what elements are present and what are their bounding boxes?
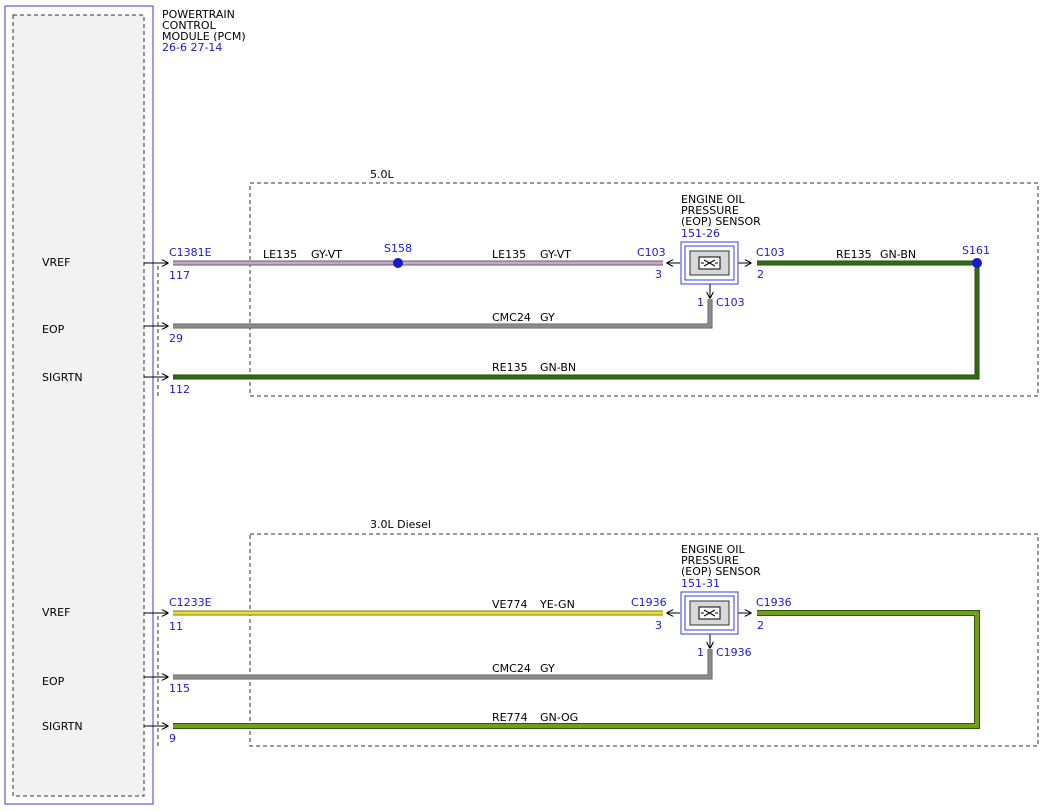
wire-color-re774: GN-OG — [540, 711, 578, 724]
wire-cmc24-outline — [173, 649, 713, 680]
pcm-title-line-2: CONTROL — [162, 19, 217, 32]
pin-number-sigrtn: 112 — [169, 383, 190, 396]
wire-label-le135-a: LE135 — [263, 248, 297, 261]
sensor-pin-right: 2 — [757, 268, 764, 281]
sensor-title-line-1: ENGINE OIL — [681, 543, 746, 556]
splice-s161-dot[interactable] — [972, 258, 982, 268]
wire-label-re135-b: RE135 — [492, 361, 528, 374]
wire-re135-outline — [173, 260, 980, 380]
sensor-connector-right[interactable]: C103 — [756, 246, 785, 259]
sensor-connector-bottom[interactable]: C103 — [716, 296, 745, 309]
wire-re774 — [173, 612, 978, 727]
sensor-title-line-3: (EOP) SENSOR — [681, 215, 761, 228]
section-boundary — [249, 182, 1039, 397]
wire-cmc24-outline — [173, 299, 713, 329]
wire-re774-stripe — [173, 611, 979, 728]
pin-label-sigrtn: SIGRTN — [42, 720, 83, 733]
sensor-connector-right[interactable]: C1936 — [756, 596, 792, 609]
pin-label-eop: EOP — [42, 675, 65, 688]
pcm-title-line-1: POWERTRAIN — [162, 8, 235, 21]
section-3-0l-diesel: 3.0L Diesel VREF EOP SIGRTN C1233E 11 11… — [42, 518, 1039, 747]
sensor-pin-bottom: 1 — [697, 296, 704, 309]
pin-number-eop: 29 — [169, 332, 183, 345]
wire-re135 — [173, 261, 979, 379]
splice-s158-dot[interactable] — [393, 258, 403, 268]
eop-sensor-symbol[interactable] — [680, 241, 739, 285]
pin-label-vref: VREF — [42, 256, 70, 269]
pin-label-vref: VREF — [42, 606, 70, 619]
wire-label-cmc24: CMC24 — [492, 662, 531, 675]
sensor-pin-bottom: 1 — [697, 646, 704, 659]
wire-label-ve774: VE774 — [492, 598, 527, 611]
splice-s161[interactable]: S161 — [962, 244, 990, 257]
section-5-0l: 5.0L VREF EOP SIGRTN C1381E 117 29 112 S… — [42, 168, 1039, 397]
wire-cmc24 — [173, 649, 712, 679]
sensor-pin-left: 3 — [655, 619, 662, 632]
sensor-connector-left[interactable]: C103 — [637, 246, 666, 259]
wire-color-cmc24: GY — [540, 311, 555, 324]
sensor-connector-bottom[interactable]: C1936 — [716, 646, 752, 659]
connector-c1381e[interactable]: C1381E — [169, 246, 212, 259]
wire-color-re135-a: GN-BN — [880, 248, 916, 261]
pcm-module-body — [12, 14, 145, 797]
wire-color-ve774: YE-GN — [539, 598, 575, 611]
section-boundary — [249, 533, 1039, 747]
sensor-page-ref[interactable]: 151-26 — [681, 227, 720, 240]
wire-label-cmc24: CMC24 — [492, 311, 531, 324]
sensor-title-line-2: PRESSURE — [681, 204, 739, 217]
eop-sensor-symbol[interactable] — [680, 591, 739, 635]
wire-color-cmc24: GY — [540, 662, 555, 675]
wire-cmc24 — [173, 299, 712, 328]
pin-number-sigrtn: 9 — [169, 732, 176, 745]
section-label: 3.0L Diesel — [370, 518, 431, 531]
sensor-pin-right: 2 — [757, 619, 764, 632]
pin-label-eop: EOP — [42, 323, 65, 336]
pin-number-vref: 11 — [169, 620, 183, 633]
pin-number-vref: 117 — [169, 269, 190, 282]
wire-color-re135-b: GN-BN — [540, 361, 576, 374]
wire-label-re774: RE774 — [492, 711, 528, 724]
sensor-page-ref[interactable]: 151-31 — [681, 577, 720, 590]
section-label: 5.0L — [370, 168, 394, 181]
splice-s158[interactable]: S158 — [384, 242, 412, 255]
connector-c1233e[interactable]: C1233E — [169, 596, 212, 609]
sensor-title-line-1: ENGINE OIL — [681, 193, 746, 206]
sensor-pin-left: 3 — [655, 268, 662, 281]
pin-number-eop: 115 — [169, 682, 190, 695]
pin-label-sigrtn: SIGRTN — [42, 371, 83, 384]
wire-label-le135-b: LE135 — [492, 248, 526, 261]
wire-color-le135-b: GY-VT — [540, 248, 571, 261]
wire-re774-outline — [173, 610, 980, 729]
sensor-connector-left[interactable]: C1936 — [631, 596, 667, 609]
wire-color-le135-a: GY-VT — [311, 248, 342, 261]
pcm-title-line-3: MODULE (PCM) — [162, 30, 246, 43]
sensor-title-line-2: PRESSURE — [681, 554, 739, 567]
wire-label-re135-a: RE135 — [836, 248, 872, 261]
sensor-title-line-3: (EOP) SENSOR — [681, 565, 761, 578]
pcm-page-refs[interactable]: 26-6 27-14 — [162, 41, 222, 54]
